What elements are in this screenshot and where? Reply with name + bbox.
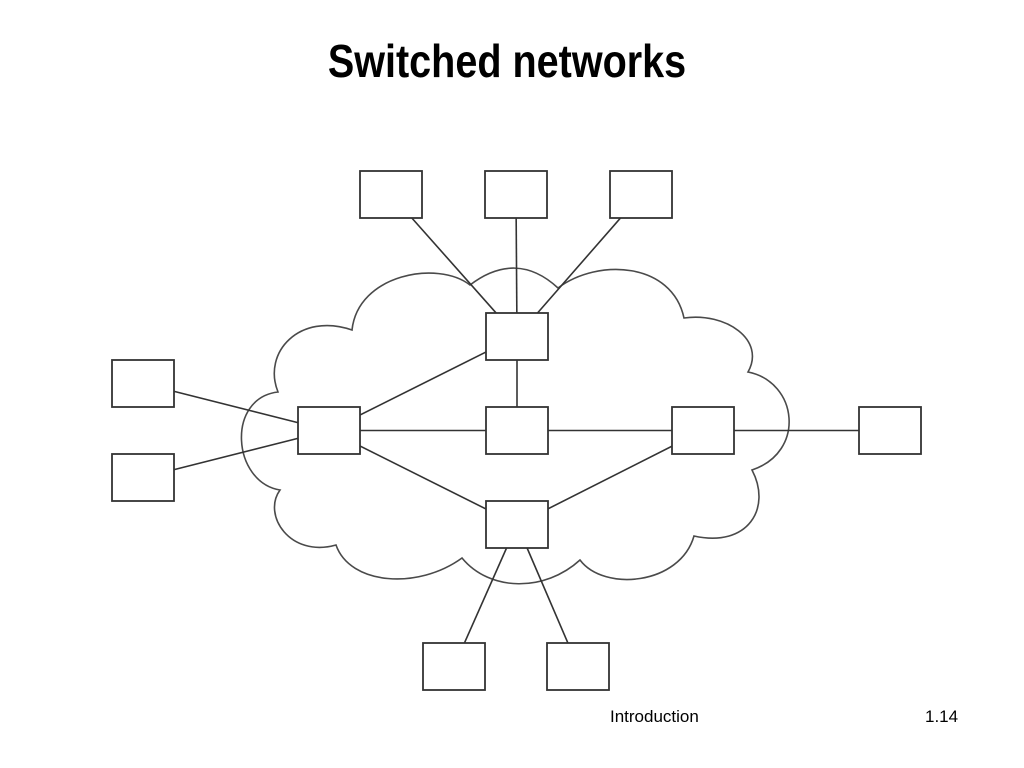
- host-node-left2: [111, 453, 175, 502]
- switch-node-bottom: [485, 500, 549, 549]
- slide-title: Switched networks: [327, 35, 687, 87]
- host-node-bottom2: [546, 642, 610, 691]
- footer-page-number: 1.14: [925, 707, 959, 726]
- host-node-top1: [359, 170, 423, 219]
- host-node-top3: [609, 170, 673, 219]
- nodes: [111, 170, 922, 691]
- switch-node-mid: [485, 406, 549, 455]
- host-node-top2: [484, 170, 548, 219]
- switch-node-top: [485, 312, 549, 361]
- footer-section-label: Introduction: [610, 707, 699, 726]
- network-cloud-outline: [240, 267, 790, 585]
- host-node-right: [858, 406, 922, 455]
- host-node-left1: [111, 359, 175, 408]
- network-cloud: [240, 267, 790, 585]
- host-node-bottom1: [422, 642, 486, 691]
- switch-node-left: [297, 406, 361, 455]
- switch-node-right: [671, 406, 735, 455]
